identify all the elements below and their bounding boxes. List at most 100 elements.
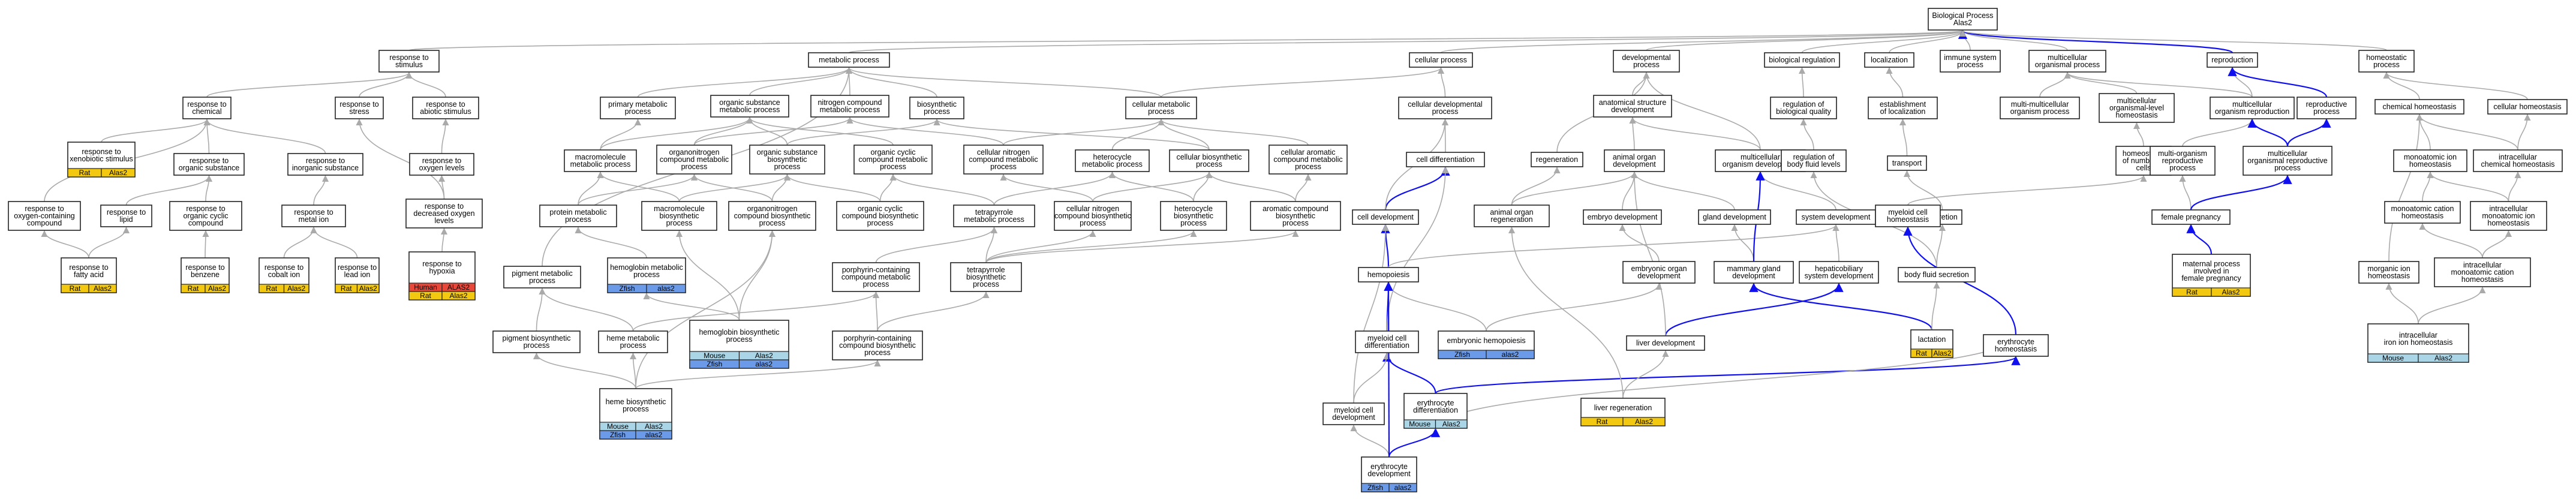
term-node-loc[interactable]: localization — [1864, 52, 1914, 68]
term-node-glanddev[interactable]: gland development — [1698, 209, 1771, 225]
term-node-sysdev[interactable]: system development — [1796, 209, 1876, 225]
term-node-repro[interactable]: reproduction — [2207, 52, 2258, 68]
term-node-bfs[interactable]: body fluid secretion — [1898, 267, 1976, 282]
term-node-celldev[interactable]: cell development — [1352, 209, 1419, 225]
term-node-cellhomeo[interactable]: cellular homeostasis — [2487, 99, 2568, 115]
term-node-hemopoiesis[interactable]: hemopoiesis — [1358, 267, 1419, 282]
term-node-mp[interactable]: metabolic process — [808, 52, 890, 68]
term-node-breg[interactable]: biological regulation — [1764, 52, 1840, 68]
term-node-regen[interactable]: regeneration — [1531, 152, 1583, 167]
term-node-cp[interactable]: cellular process — [1409, 52, 1473, 68]
term-node-liverdev[interactable]: liver development — [1626, 335, 1705, 351]
term-node-celldiff[interactable]: cell differentiation — [1406, 152, 1485, 167]
term-node-chomeo[interactable]: chemical homeostasis — [2374, 99, 2464, 115]
term-node-fpreg[interactable]: female pregnancy — [2151, 209, 2231, 225]
term-node-embdev[interactable]: embryo development — [1583, 209, 1662, 225]
term-node-transport[interactable]: transport — [1887, 155, 1927, 171]
